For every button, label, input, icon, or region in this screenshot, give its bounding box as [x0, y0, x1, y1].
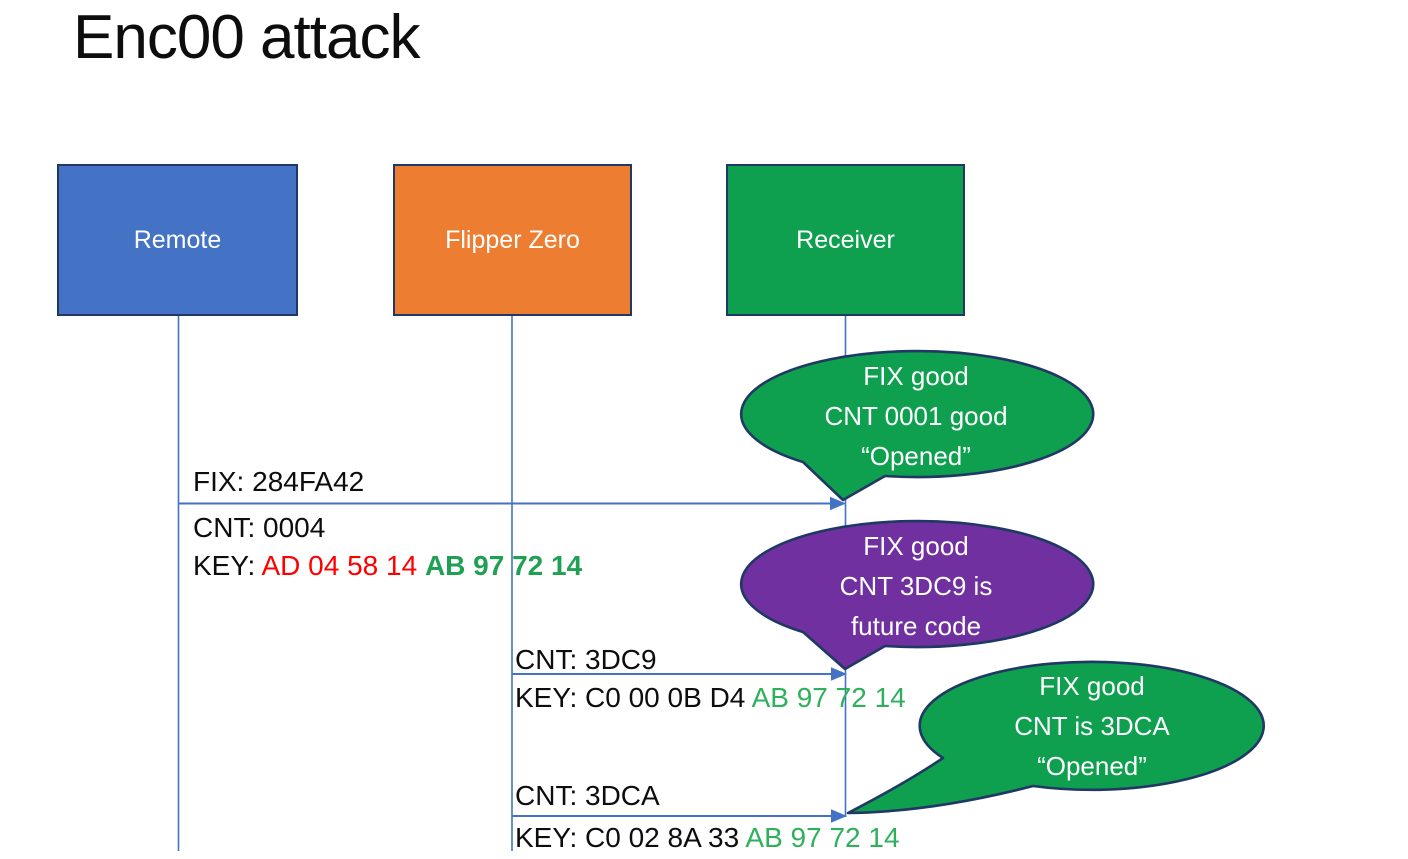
- message2-key-green-bytes: AB 97 72 14: [751, 682, 906, 713]
- actor-receiver-label: Receiver: [796, 225, 895, 254]
- message2-key-label: KEY: C0 00 0B D4 AB 97 72 14: [515, 682, 906, 714]
- callout-bubble-1: [739, 349, 1095, 502]
- message3-arrowhead-icon: [831, 809, 847, 823]
- message1-key-green-bytes: AB 97 72 14: [424, 550, 583, 581]
- actor-box-receiver: Receiver: [726, 164, 965, 316]
- callout-bubble-3: [846, 660, 1265, 815]
- message1-cnt-label: CNT: 0004: [193, 512, 325, 544]
- message1-cnt-value: CNT: 0004: [193, 512, 326, 543]
- message3-key-green-bytes: AB 97 72 14: [745, 822, 900, 853]
- message1-key-label: KEY: AD 04 58 14 AB 97 72 14: [193, 550, 582, 582]
- callout2-line1: FIX good: [863, 531, 969, 561]
- message3-cnt-value: CNT: 3DCA: [515, 780, 660, 811]
- message3-cnt-label: CNT: 3DCA: [515, 780, 660, 812]
- page-title: Enc00 attack: [73, 3, 420, 72]
- message1-key-prefix: KEY:: [193, 550, 262, 581]
- callout3-line3: “Opened”: [1037, 751, 1147, 781]
- callout3-line1: FIX good: [1039, 671, 1145, 701]
- callout2-line3: future code: [850, 611, 982, 641]
- message2-cnt-label: CNT: 3DC9: [515, 644, 657, 676]
- message1-arrowhead-icon: [830, 496, 846, 511]
- callout2-line2: CNT 3DC9 is: [839, 571, 993, 601]
- callout2-text: FIX good CNT 3DC9 is future code: [766, 526, 1066, 646]
- callout3-line2: CNT is 3DCA: [1014, 711, 1170, 741]
- message2-key-prefix: KEY: C0 00 0B D4: [515, 682, 752, 713]
- message1-fix-label: FIX: 284FA42: [193, 466, 364, 498]
- message3-arrow: [512, 809, 847, 823]
- message2-cnt-value: CNT: 3DC9: [515, 644, 657, 675]
- callout3-text: FIX good CNT is 3DCA “Opened”: [942, 666, 1242, 786]
- callout-bubble-2: [739, 519, 1095, 671]
- message3-key-prefix: KEY: C0 02 8A 33: [515, 822, 746, 853]
- message3-key-label: KEY: C0 02 8A 33 AB 97 72 14: [515, 822, 900, 854]
- message1-fix-value: FIX: 284FA42: [193, 466, 365, 497]
- actor-box-flipper-zero: Flipper Zero: [393, 164, 632, 316]
- callout1-line1: FIX good: [863, 361, 969, 391]
- callout1-line3: “Opened”: [861, 441, 971, 471]
- message2-arrowhead-icon: [831, 667, 847, 681]
- actor-flipper-label: Flipper Zero: [445, 225, 580, 254]
- message1-arrow: [178, 496, 846, 511]
- message1-key-red-bytes: AD 04 58 14: [261, 550, 425, 581]
- callout1-text: FIX good CNT 0001 good “Opened”: [766, 356, 1066, 476]
- actor-box-remote: Remote: [57, 164, 298, 316]
- callout1-line2: CNT 0001 good: [824, 401, 1008, 431]
- actor-remote-label: Remote: [133, 225, 222, 254]
- message2-arrow: [512, 667, 847, 681]
